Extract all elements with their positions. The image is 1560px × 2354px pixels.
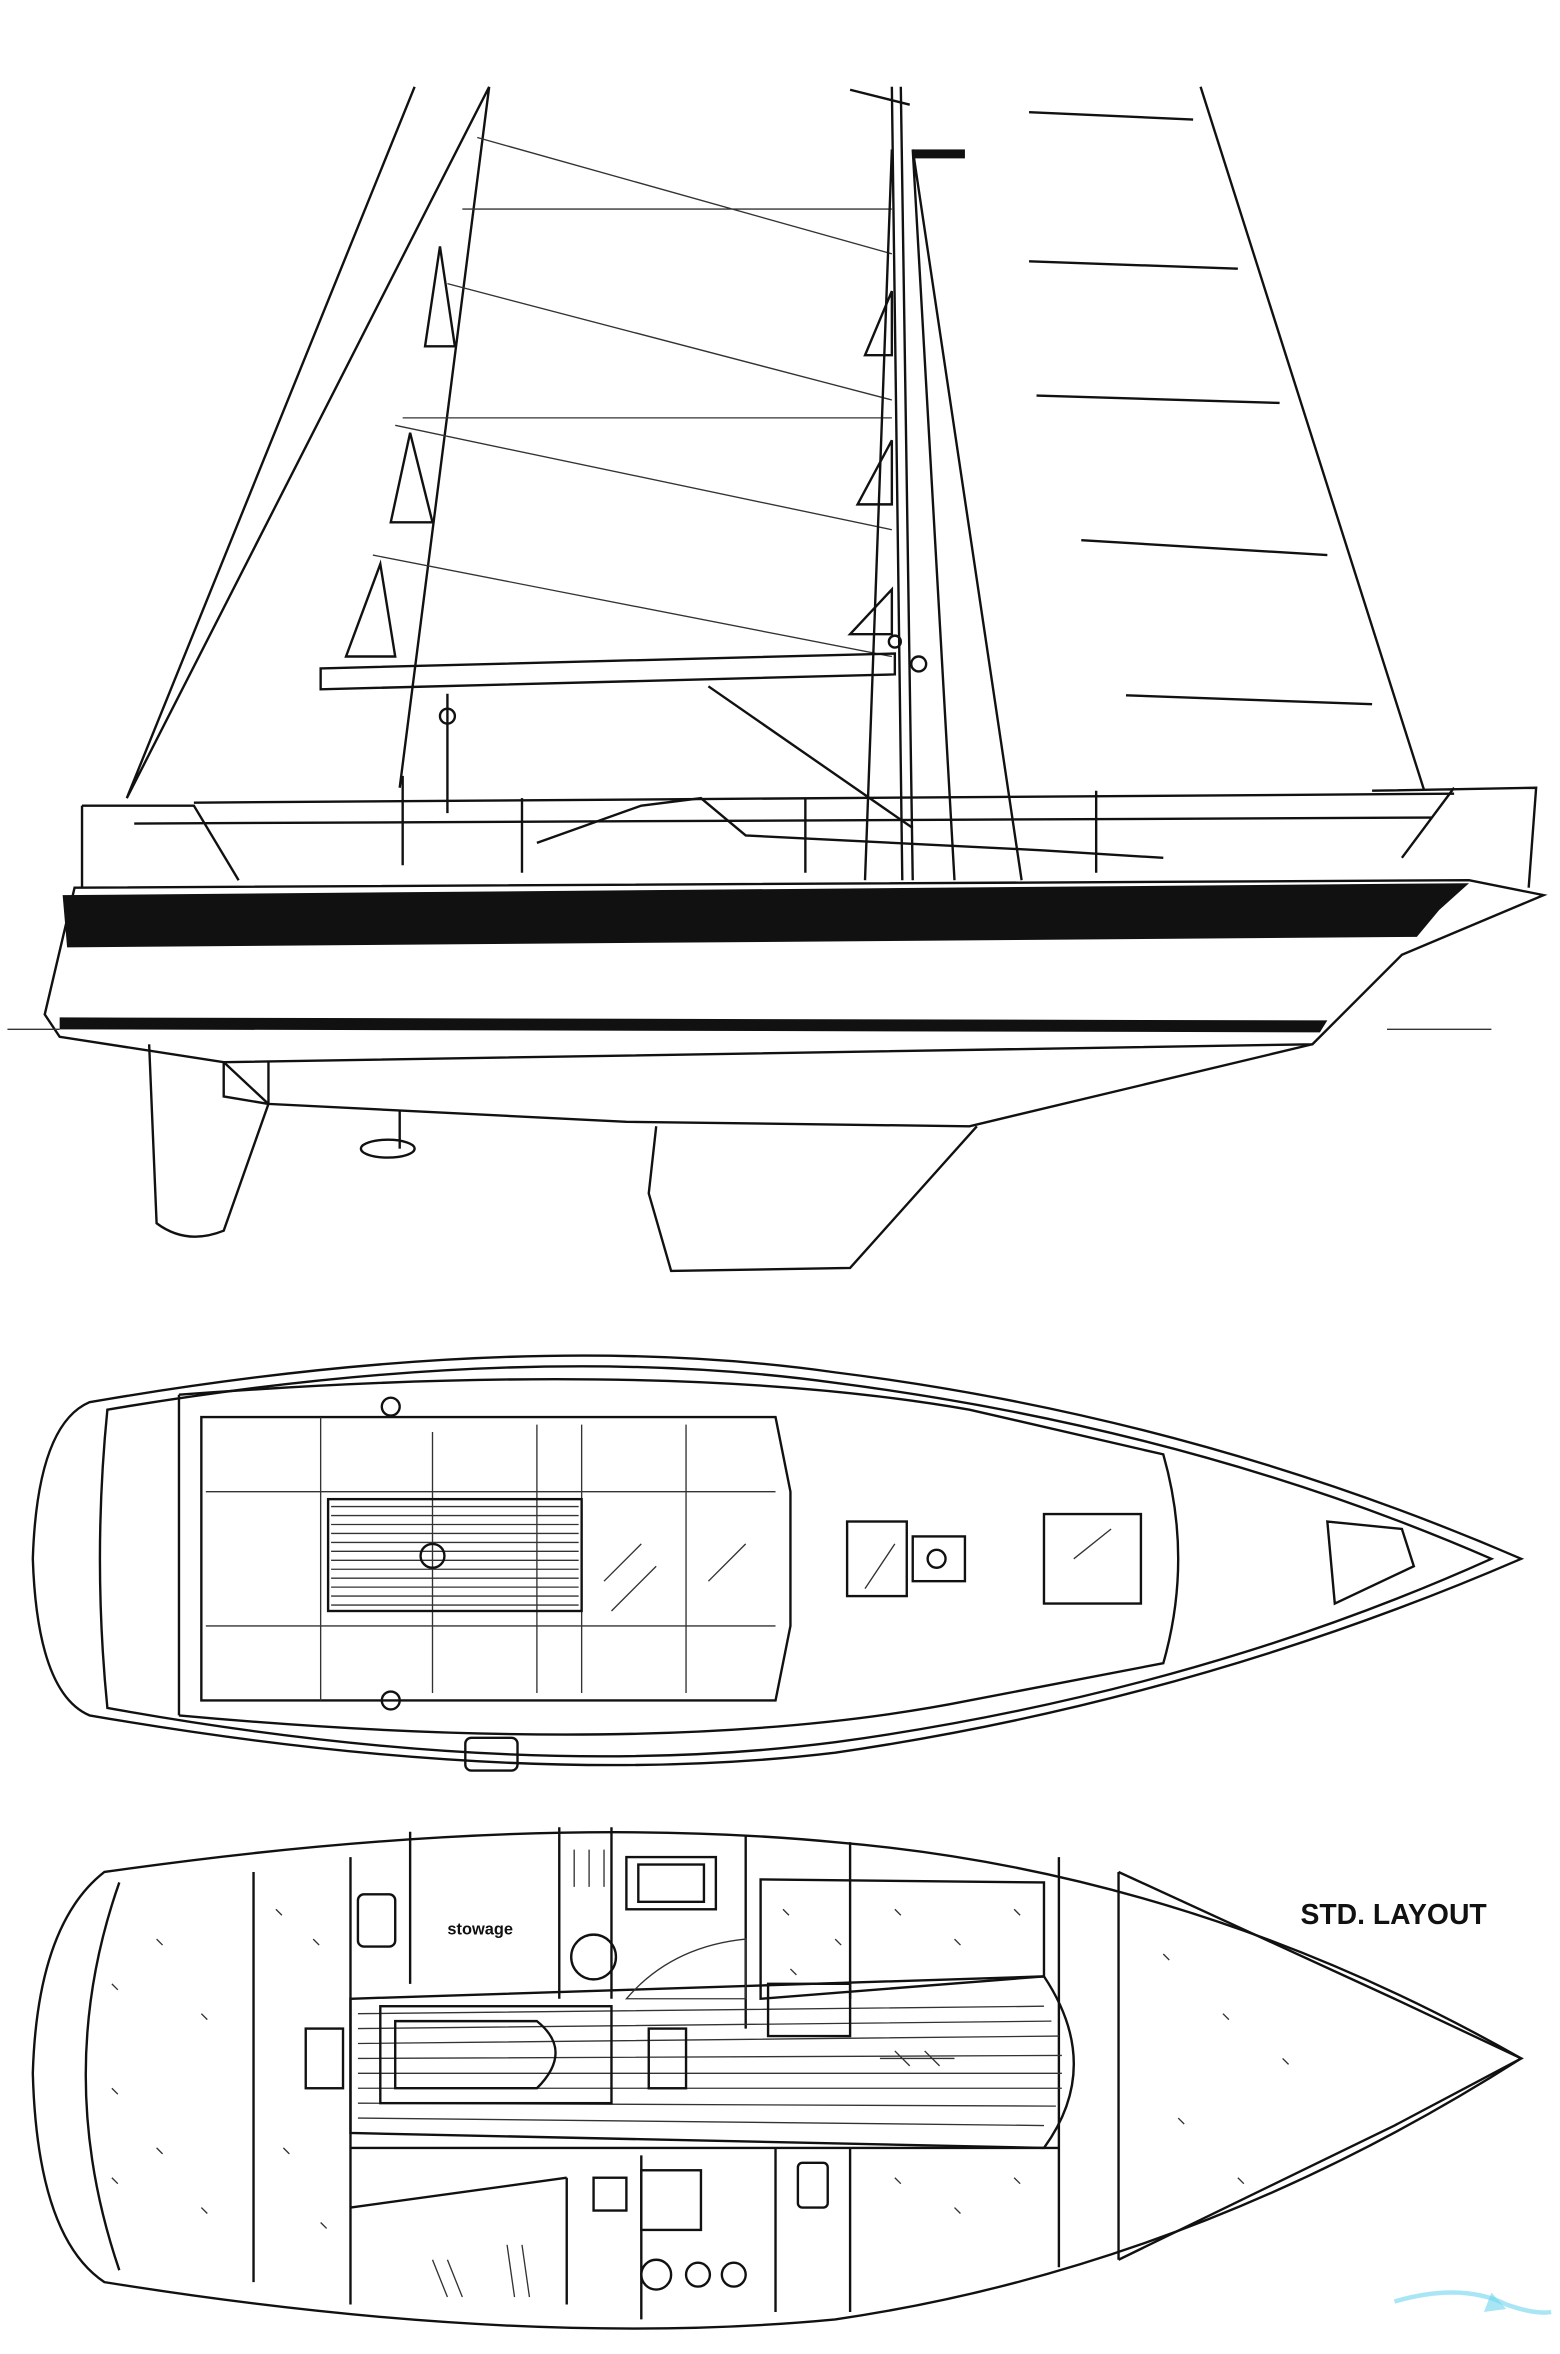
- sails: [125, 86, 1426, 799]
- stowage-label: stowage: [447, 1921, 513, 1939]
- sail-plan-profile: [7, 86, 1548, 1273]
- layout-title: STD. LAYOUT: [1300, 1899, 1486, 1931]
- keel: [647, 1125, 978, 1273]
- mast: [863, 86, 1023, 881]
- rudder: [147, 1044, 416, 1238]
- cushion-pattern: [111, 1908, 1290, 2229]
- interior-layout: stowage STD. LAYOUT: [31, 1827, 1524, 2330]
- watermark-logo: [1393, 2290, 1552, 2315]
- cockpit: [205, 1396, 776, 1711]
- deck-plan: [31, 1354, 1525, 1772]
- hull-profile: [7, 775, 1548, 1128]
- hatches: [464, 1512, 1416, 1772]
- boom: [319, 652, 914, 829]
